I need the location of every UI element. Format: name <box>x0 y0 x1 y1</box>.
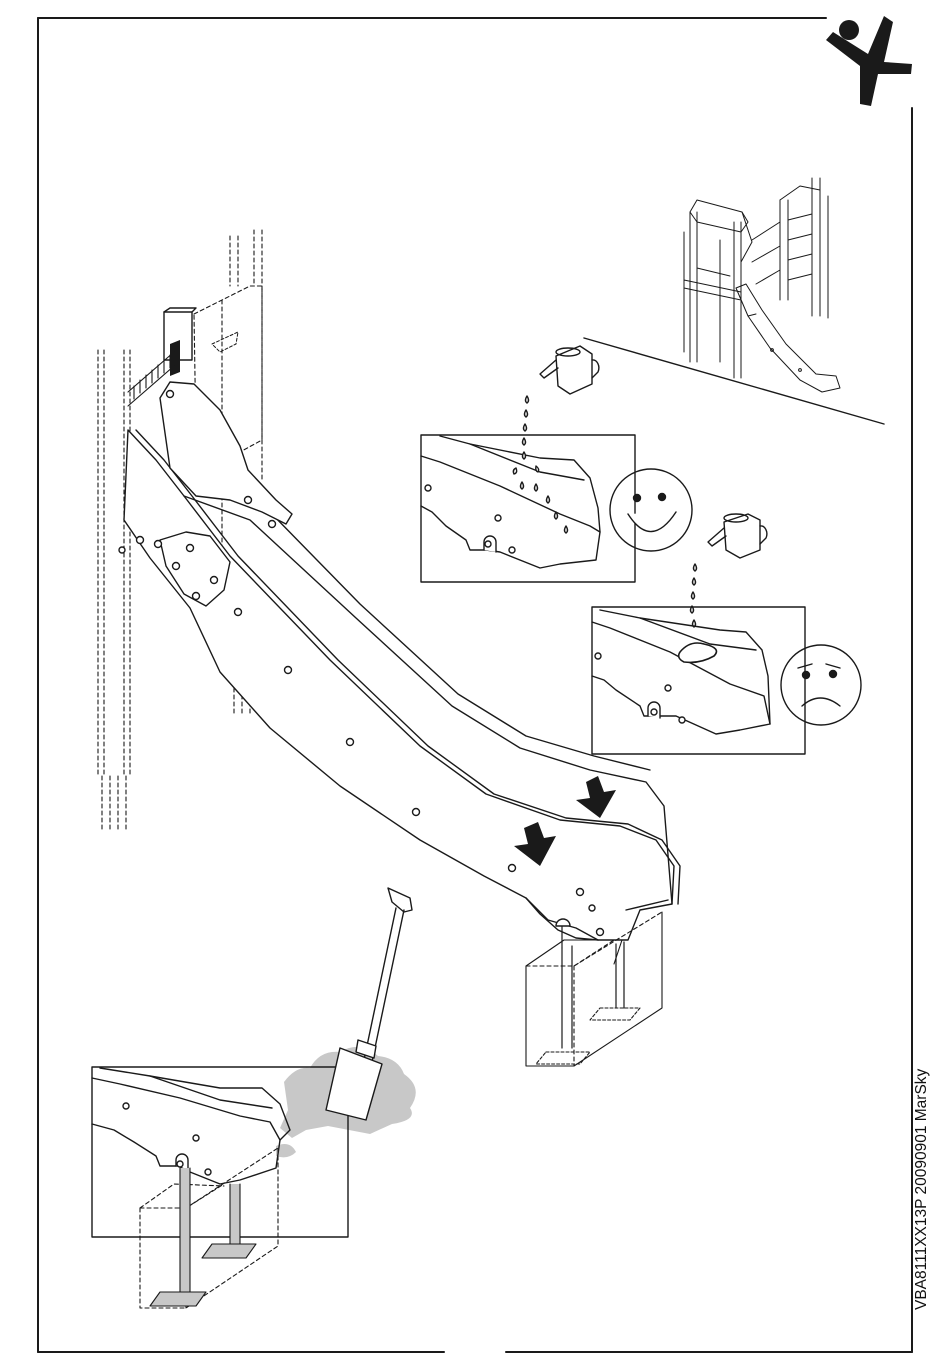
water-drains-off-slide <box>421 435 635 582</box>
left-post <box>98 350 130 830</box>
smiley-happy-icon <box>610 469 692 551</box>
water-pools-on-slide <box>592 607 805 754</box>
document-code: VBA8111XX13P 20090901 MarSky <box>912 1010 932 1310</box>
playground-tower-with-slide <box>584 178 884 424</box>
jumping-figure-logo <box>826 16 912 106</box>
watering-can-icon <box>540 346 599 394</box>
smiley-sad-icon <box>781 645 861 725</box>
water-drops <box>523 396 529 445</box>
watering-can-icon-2 <box>691 514 767 627</box>
